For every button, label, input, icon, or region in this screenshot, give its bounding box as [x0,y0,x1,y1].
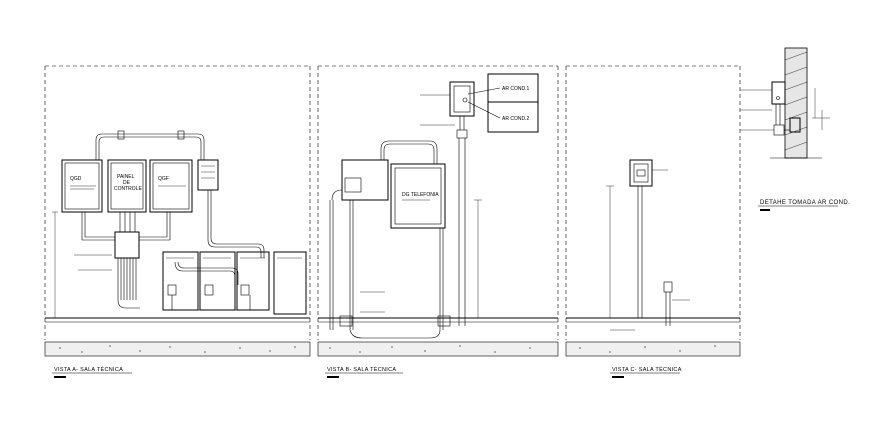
view-a-slab-hatch [59,345,296,353]
view-a-frame [44,65,311,340]
view-a-title: VISTA A- SALA TÉCNICA [54,366,123,373]
junction-box-a [197,159,219,191]
ar-cond-1-label: AR COND.1 [502,86,529,92]
view-b: AR COND.1 AR COND.2 DG TELEFONIA [317,65,559,378]
qgd-panel: QGD [61,159,103,213]
ar-cond-2-label: AR COND.2 [502,116,529,122]
outlet-box-c [629,159,653,187]
control-panel: PAINEL DE CONTROLE [107,159,147,213]
detail-title: DETAHE TOMADA AR COND. [760,200,850,206]
detail-wall [784,47,808,159]
view-c-slab [565,341,741,357]
top-conduit [95,133,205,160]
view-c: VISTA C- SALA TÉCNICA [565,65,741,378]
small-box-b [341,159,389,201]
view-c-title: VISTA C- SALA TÉCNICA [612,366,682,373]
qgf-label: QGF [158,176,169,182]
dg-telefonia-box: DG TELEFONIA [390,163,446,229]
view-b-title: VISTA B- SALA TÉCNICA [327,366,396,373]
view-a-slab [44,341,311,357]
view-b-slab [317,341,559,357]
detail-outlet [771,81,786,105]
panel-label-line1: PAINEL [117,174,135,180]
ar-cond-1-box: AR COND.1 [487,73,539,103]
dg-telefonia-label: DG TELEFONIA [402,192,439,198]
qgd-label: QGD [70,176,82,182]
detail-ar-cond: DETAHE TOMADA AR COND. [740,47,850,211]
view-a: QGD PAINEL DE CONTROLE QGF [44,65,311,378]
view-c-frame [565,65,741,340]
vertical-conduit-c [637,186,643,318]
vertical-conduit-b [458,138,466,326]
cable-bundle [117,258,140,309]
qgf-panel: QGF [149,159,193,213]
panel-label-line2: DE [123,180,131,186]
central-junction-box [114,231,140,259]
view-b-frame [317,65,559,340]
lower-cabinets [162,251,307,315]
panel-label-line3: CONTROLE [114,186,142,192]
ar-cond-2-box: AR COND.2 [487,101,539,133]
outlet-box-b [449,81,475,117]
